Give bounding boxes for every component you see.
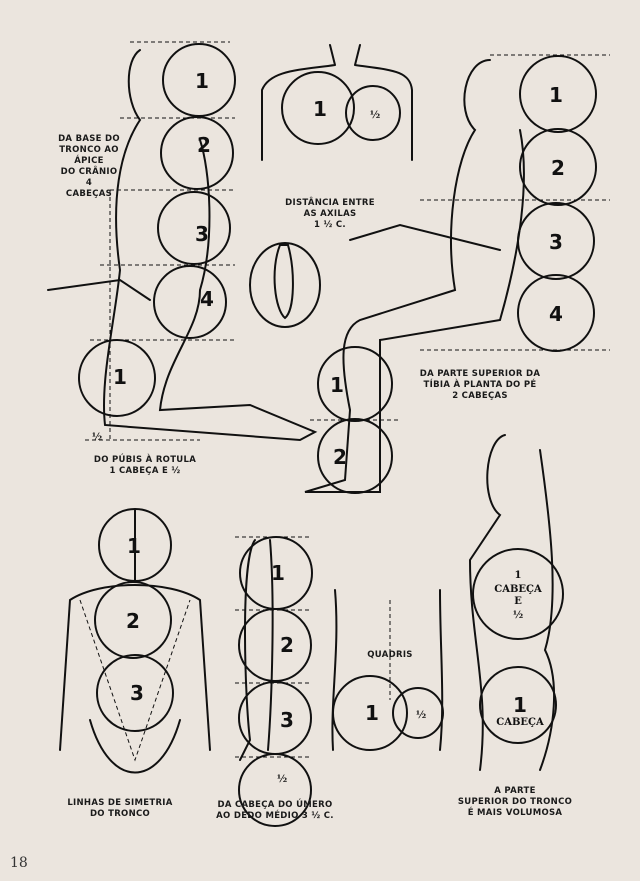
svg-text:3: 3 (130, 681, 144, 705)
svg-text:3: 3 (195, 222, 209, 246)
side-profile-figure: 1 CABEÇA E ½ 1 CABEÇA (468, 434, 564, 771)
hips-figure: 1 ½ (331, 589, 444, 751)
svg-text:½: ½ (277, 774, 287, 785)
arm-figure: 1 2 3 ½ (235, 536, 313, 827)
svg-text:2: 2 (197, 133, 211, 157)
svg-text:1: 1 (271, 561, 285, 585)
caption-hips: QUADRIS (367, 650, 413, 660)
chest-figure: 1 ½ (261, 44, 413, 161)
svg-text:2: 2 (280, 633, 294, 657)
svg-text:1: 1 (365, 701, 379, 725)
svg-text:E: E (514, 596, 522, 607)
svg-text:1: 1 (549, 83, 563, 107)
svg-text:4: 4 (549, 302, 563, 326)
svg-text:1: 1 (515, 570, 522, 581)
svg-text:½: ½ (370, 110, 380, 121)
svg-text:CABEÇA: CABEÇA (494, 584, 542, 595)
svg-text:1: 1 (313, 97, 327, 121)
svg-text:2: 2 (126, 609, 140, 633)
svg-text:4: 4 (200, 287, 214, 311)
svg-text:1: 1 (513, 693, 527, 717)
svg-text:3: 3 (280, 708, 294, 732)
svg-text:1: 1 (113, 365, 127, 389)
svg-text:1: 1 (330, 373, 344, 397)
svg-text:½: ½ (92, 432, 102, 443)
svg-text:2: 2 (333, 445, 347, 469)
svg-text:½: ½ (416, 710, 426, 721)
svg-text:1: 1 (195, 69, 209, 93)
svg-text:½: ½ (513, 610, 523, 621)
foot-sole-circle (249, 242, 321, 328)
svg-text:3: 3 (549, 230, 563, 254)
svg-text:CABEÇA: CABEÇA (496, 717, 544, 728)
front-torso-figure: 1 2 3 (59, 508, 211, 774)
page-number: 18 (10, 855, 28, 871)
seated-figure: 1 2 3 4 1 2 (304, 54, 610, 494)
svg-text:2: 2 (551, 156, 565, 180)
kneeling-figure: 1 2 3 4 1 ½ (47, 41, 318, 443)
